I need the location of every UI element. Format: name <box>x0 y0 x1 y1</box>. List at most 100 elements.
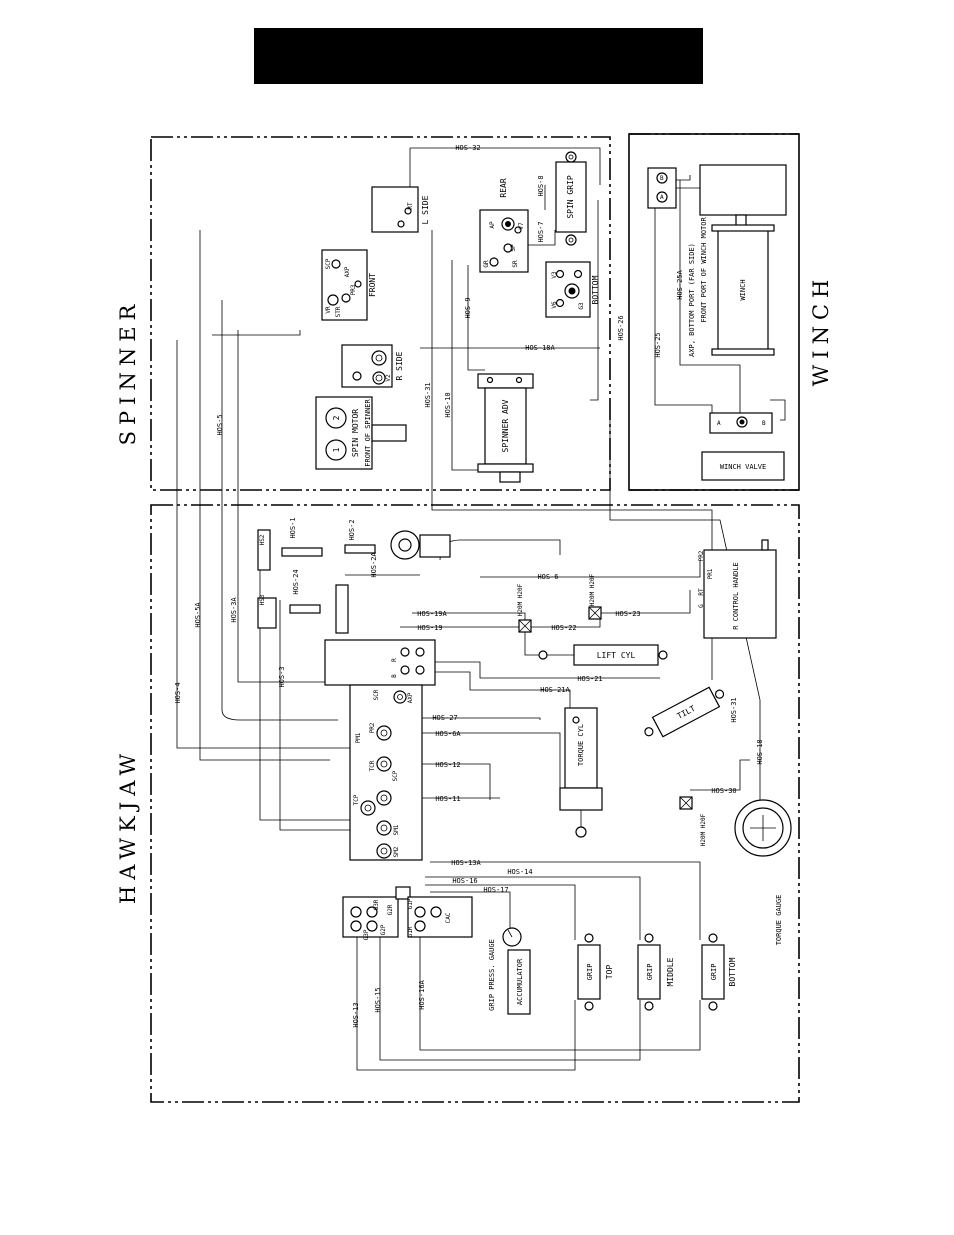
grip-cylinder-top: GRIP TOP <box>577 933 614 1011</box>
torque-cylinder: TORQUE CYL <box>559 707 603 838</box>
hose-label-18a: HOS-18A <box>525 344 555 352</box>
hose-label-19: HOS-19 <box>417 624 442 632</box>
spinner-adv-label: SPINNER ADV <box>501 399 510 452</box>
hose-fittings: HS2 HS3 <box>257 529 451 634</box>
spin-grip: SPIN GRIP <box>555 151 587 246</box>
hose-label-8: HOS-8 <box>537 175 545 196</box>
hose-labels: HOS-32 HOS-8 HOS-7 HOS-9 HOS-10 HOS-31 H… <box>174 144 764 1028</box>
spinner-frame <box>150 136 611 491</box>
port-b1: B <box>391 674 398 678</box>
port-g-handle: G <box>698 604 705 608</box>
hawkjaw-section-label: HAWKJAW <box>116 748 140 904</box>
winch-valve-port-a: A <box>717 420 721 427</box>
rear-block: AP SP V7 SR GR REAR <box>479 178 529 273</box>
port-g2r: G2R <box>387 904 394 915</box>
hose-label-19a: HOS-19A <box>417 610 447 618</box>
port-hs3: HS3 <box>259 594 266 605</box>
grip-valve-blocks: G3P G3R G2P G2R G1P G1R CAC <box>342 886 473 940</box>
check-valve-3-label: H20M H20F <box>700 813 707 846</box>
torque-cyl-label: TORQUE CYL <box>577 724 585 766</box>
hose-label-31-bottom: HOS-31 <box>730 697 738 722</box>
port-g1r: G1R <box>407 926 414 937</box>
main-valve-bank: R B SCR AXP PR2 PM1 TCR SCP TCP SM1 SM2 <box>324 639 436 861</box>
port-tcr: TCR <box>369 760 376 771</box>
l-side-block: RT L SIDE <box>371 186 430 233</box>
spin-motor-label: SPIN MOTOR <box>351 409 360 457</box>
hose-label-21: HOS-21 <box>577 675 602 683</box>
port-pr3: PR3 <box>350 284 357 295</box>
hose-label-3: HOS-3 <box>278 666 286 687</box>
port-gr: GR <box>483 260 490 268</box>
hose-label-26: HOS-26 <box>617 315 625 340</box>
port-v3: V3 <box>551 271 558 279</box>
grip-bottom-label: GRIP <box>710 964 718 981</box>
hose-label-21a: HOS-21A <box>540 686 570 694</box>
winch-section-label: WINCH <box>809 274 833 387</box>
hose-label-18: HOS-18 <box>756 739 764 764</box>
winch-valve: A B WINCH VALVE <box>701 412 785 481</box>
hawkjaw-frame <box>150 504 800 1103</box>
check-valves: H20M H20F H20M H20F H20M H20F <box>517 573 707 846</box>
winch-port-b: B <box>660 175 664 182</box>
accumulator: ACCUMULATOR GRIP PRESS. GAUGE <box>488 927 531 1015</box>
check-valve-1-label: H20M H20F <box>517 583 524 616</box>
winch-bottom-note: AXP, BOTTOM PORT (FAR SIDE) <box>688 243 696 357</box>
bottom-block: V3 V6 G3 BOTTOM <box>545 261 600 318</box>
r-side-block: V2 R SIDE <box>341 344 404 388</box>
front-of-spinner-label: FRONT OF SPINNER <box>364 399 372 467</box>
spinner-section-label: SPINNER <box>116 299 140 446</box>
title-bar <box>254 28 703 84</box>
hose-label-31-top: HOS-31 <box>424 382 432 407</box>
winch-motor-note: FRONT PORT OF WINCH MOTOR <box>700 217 708 323</box>
hose-label-32: HOS-32 <box>455 144 480 152</box>
hose-label-27: HOS-27 <box>432 714 457 722</box>
grip-cylinder-bottom: GRIP BOTTOM <box>701 933 737 1011</box>
tilt-cylinder: TILT <box>644 686 725 738</box>
middle-label: MIDDLE <box>666 957 675 986</box>
hose-label-15: HOS-15 <box>374 987 382 1012</box>
port-pr2-main: PR2 <box>369 722 376 733</box>
port-rt-handle: RT <box>698 588 705 596</box>
port-vr: VR <box>325 306 332 314</box>
torque-gauge-label: TORQUE GAUGE <box>775 895 783 946</box>
port-hs2: HS2 <box>259 534 266 545</box>
port-1: 1 <box>332 447 341 452</box>
port-scp-main: SCP <box>392 770 399 781</box>
control-handle: PR2 PR1 RT G R CONTROL HANDLE <box>698 539 777 639</box>
hose-label-1: HOS-1 <box>289 517 297 538</box>
port-tcp: TCP <box>353 794 360 805</box>
port-r: R <box>391 658 398 662</box>
hose-label-5: HOS-5 <box>216 414 224 435</box>
hose-label-25a: HOS-25A <box>676 269 684 299</box>
winch-motor: B A FRONT PORT OF WINCH MOTOR <box>647 164 787 323</box>
port-scp: SCP <box>325 258 332 269</box>
hose-label-13a: HOS-13A <box>451 859 481 867</box>
hose-label-13: HOS-13 <box>352 1002 360 1027</box>
port-sm2: SM2 <box>393 846 400 857</box>
grip-cylinder-middle: GRIP MIDDLE <box>637 933 675 1011</box>
hose-label-6: HOS-6 <box>537 573 558 581</box>
port-g3r: G3R <box>373 899 380 910</box>
port-str: STR <box>335 306 342 317</box>
rear-label: REAR <box>499 178 508 197</box>
spin-grip-label: SPIN GRIP <box>566 175 575 219</box>
hose-lines <box>176 147 786 1071</box>
hose-label-2: HOS-2 <box>348 519 356 540</box>
hose-label-3a: HOS-3A <box>230 597 238 623</box>
bottom-label: BOTTOM <box>591 275 600 304</box>
accumulator-label: ACCUMULATOR <box>516 958 524 1005</box>
hose-label-25: HOS-25 <box>654 332 662 357</box>
spin-motor: 2 1 SPIN MOTOR FRONT OF SPINNER <box>315 396 407 470</box>
r-side-label: R SIDE <box>395 351 404 380</box>
port-2: 2 <box>332 415 341 420</box>
hose-label-16a: HOS-16A <box>418 979 426 1009</box>
grip-bottom-position-label: BOTTOM <box>728 957 737 986</box>
hose-label-9: HOS-9 <box>464 297 472 318</box>
port-pm1: PM1 <box>355 732 362 743</box>
port-v2: V2 <box>385 374 392 382</box>
hose-label-6a: HOS-6A <box>435 730 461 738</box>
hose-label-14: HOS-14 <box>507 868 532 876</box>
port-scr: SCR <box>373 689 380 700</box>
hose-label-23: HOS-23 <box>615 610 640 618</box>
